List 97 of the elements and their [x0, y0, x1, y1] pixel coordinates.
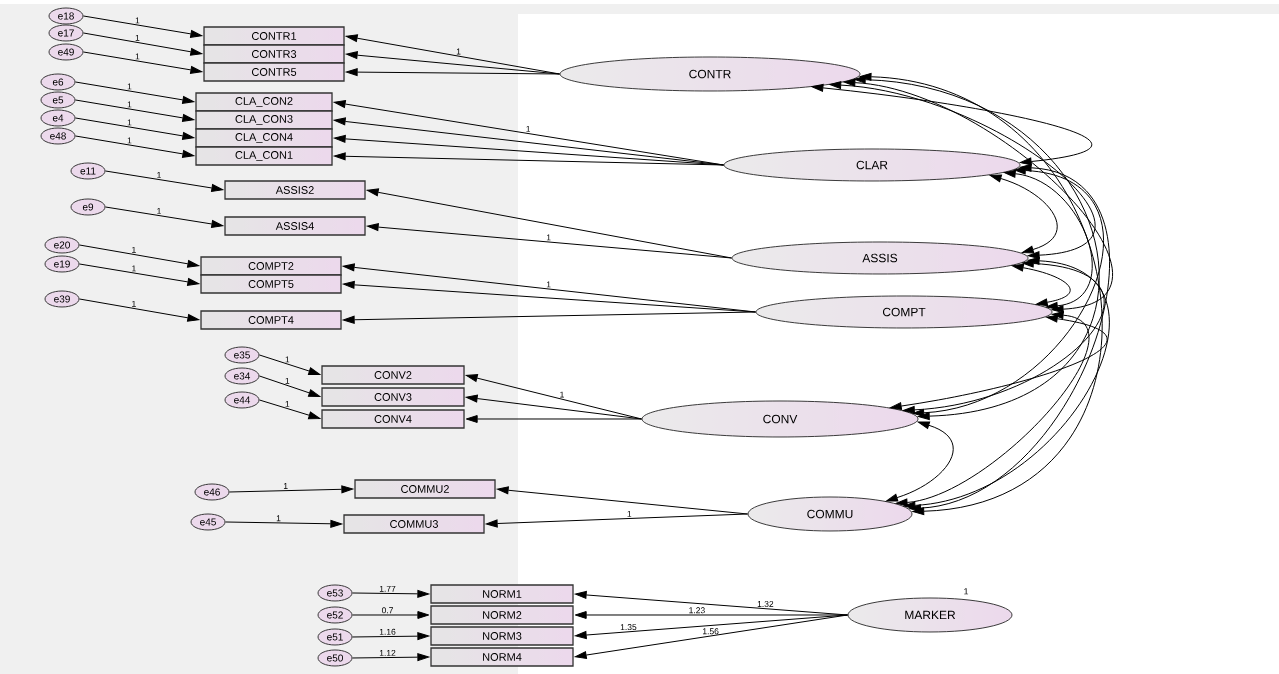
edge-label: 1: [132, 246, 136, 253]
arrow: [78, 298, 200, 322]
arrow: [82, 51, 203, 74]
edge-label: 1: [546, 234, 551, 241]
edge-label: 1: [285, 401, 290, 407]
edge-label: 1.35: [620, 624, 637, 631]
arrow: [74, 81, 195, 104]
indicator-box: COMMU3: [343, 514, 485, 534]
arrow: [342, 311, 757, 324]
arrow: [74, 99, 195, 122]
arrow: [258, 354, 321, 375]
covariance-arrow: [811, 83, 1093, 166]
edge-label: 1.16: [379, 628, 396, 635]
arrow: [78, 244, 200, 268]
edge-label: 1: [526, 125, 531, 132]
arrow: [574, 614, 849, 639]
arrow: [74, 117, 195, 140]
covariance-arrow: [989, 174, 1058, 254]
arrow: [78, 263, 200, 286]
edge-label: 1: [127, 83, 132, 90]
edge-label: 1.12: [379, 649, 396, 656]
indicator-box: ASSIS2: [224, 180, 366, 200]
edge-label: 1: [546, 281, 551, 288]
arrow: [82, 32, 203, 56]
covariance-arrow: [903, 259, 1105, 414]
indicator-box: COMPT2: [200, 256, 342, 276]
arrow: [104, 206, 224, 228]
edge-label: 0.7: [381, 607, 393, 614]
indicator-box: CLA_CON1: [195, 146, 333, 166]
edge-label: 1: [127, 119, 132, 126]
arrow: [104, 170, 224, 192]
covariance-arrow: [886, 421, 954, 502]
indicator-box: COMPT4: [200, 310, 342, 330]
indicator-box: NORM3: [430, 626, 574, 646]
indicator-box: CONTR5: [203, 62, 345, 82]
edge-label: 1: [285, 377, 290, 384]
indicator-box: COMMU2: [354, 479, 496, 499]
covariance-arrow: [859, 72, 1102, 516]
edge-label: 1: [560, 391, 564, 398]
edge-label: 1.23: [689, 607, 705, 614]
edge-label: 1: [135, 53, 140, 60]
arrow: [74, 135, 195, 158]
indicator-box: NORM4: [430, 647, 574, 667]
indicator-box: COMPT5: [200, 274, 342, 294]
edge-label: 1: [283, 483, 288, 489]
edge-label: 1: [135, 17, 140, 24]
covariance-arrow: [895, 311, 1089, 507]
indicator-box: CONTR3: [203, 44, 345, 64]
edge-label: 1: [157, 208, 161, 214]
edge-label: 1: [157, 172, 161, 178]
edge-label: 1.56: [703, 628, 719, 635]
edge-label: 1.77: [379, 585, 396, 592]
arrow: [351, 632, 430, 641]
covariance-arrow: [912, 166, 1104, 417]
edge-label: 1: [127, 137, 132, 144]
arrow: [351, 653, 430, 662]
covariance-arrow: [829, 81, 1096, 260]
edge-label: 1: [276, 515, 281, 522]
edge-label: 1: [456, 48, 461, 55]
covariance-arrow: [1003, 169, 1093, 310]
indicator-box: CLA_CON2: [195, 92, 333, 112]
indicator-box: CONV3: [321, 387, 465, 407]
edge-label: 1: [627, 510, 632, 517]
arrow: [366, 223, 733, 259]
edge-label: 1: [127, 101, 132, 108]
indicator-box: NORM1: [430, 584, 574, 604]
arrow: [228, 485, 354, 494]
indicator-box: CONV2: [321, 365, 465, 385]
edge-label: 1: [132, 265, 136, 272]
arrow: [351, 589, 430, 598]
indicator-box: ASSIS4: [224, 216, 366, 236]
arrow: [574, 614, 849, 659]
arrow: [345, 68, 561, 77]
covariance-arrow: [889, 314, 1108, 410]
indicator-box: CLA_CON3: [195, 110, 333, 130]
arrow: [351, 611, 430, 619]
edge-label: 1: [285, 356, 290, 363]
covariance-arrow: [903, 256, 1110, 510]
covariance-arrow: [843, 78, 1113, 314]
covariance-arrow: [1011, 263, 1071, 307]
arrow: [258, 399, 321, 420]
arrow: [465, 415, 643, 423]
indicator-box: NORM2: [430, 605, 574, 625]
arrow: [485, 513, 749, 528]
covariance-arrow: [909, 163, 1110, 513]
indicator-box: CONTR1: [203, 26, 345, 46]
arrow: [224, 519, 343, 528]
variance-label: 1: [964, 588, 969, 595]
edge-label: 1: [132, 300, 136, 307]
covariance-arrow: [853, 75, 1100, 421]
indicator-box: CONV4: [321, 409, 465, 429]
indicator-box: CLA_CON4: [195, 128, 333, 148]
edge-label: 1.32: [757, 601, 774, 607]
arrow: [82, 15, 203, 38]
arrow: [258, 375, 321, 397]
edge-label: 1: [135, 34, 140, 41]
arrow: [333, 152, 725, 166]
